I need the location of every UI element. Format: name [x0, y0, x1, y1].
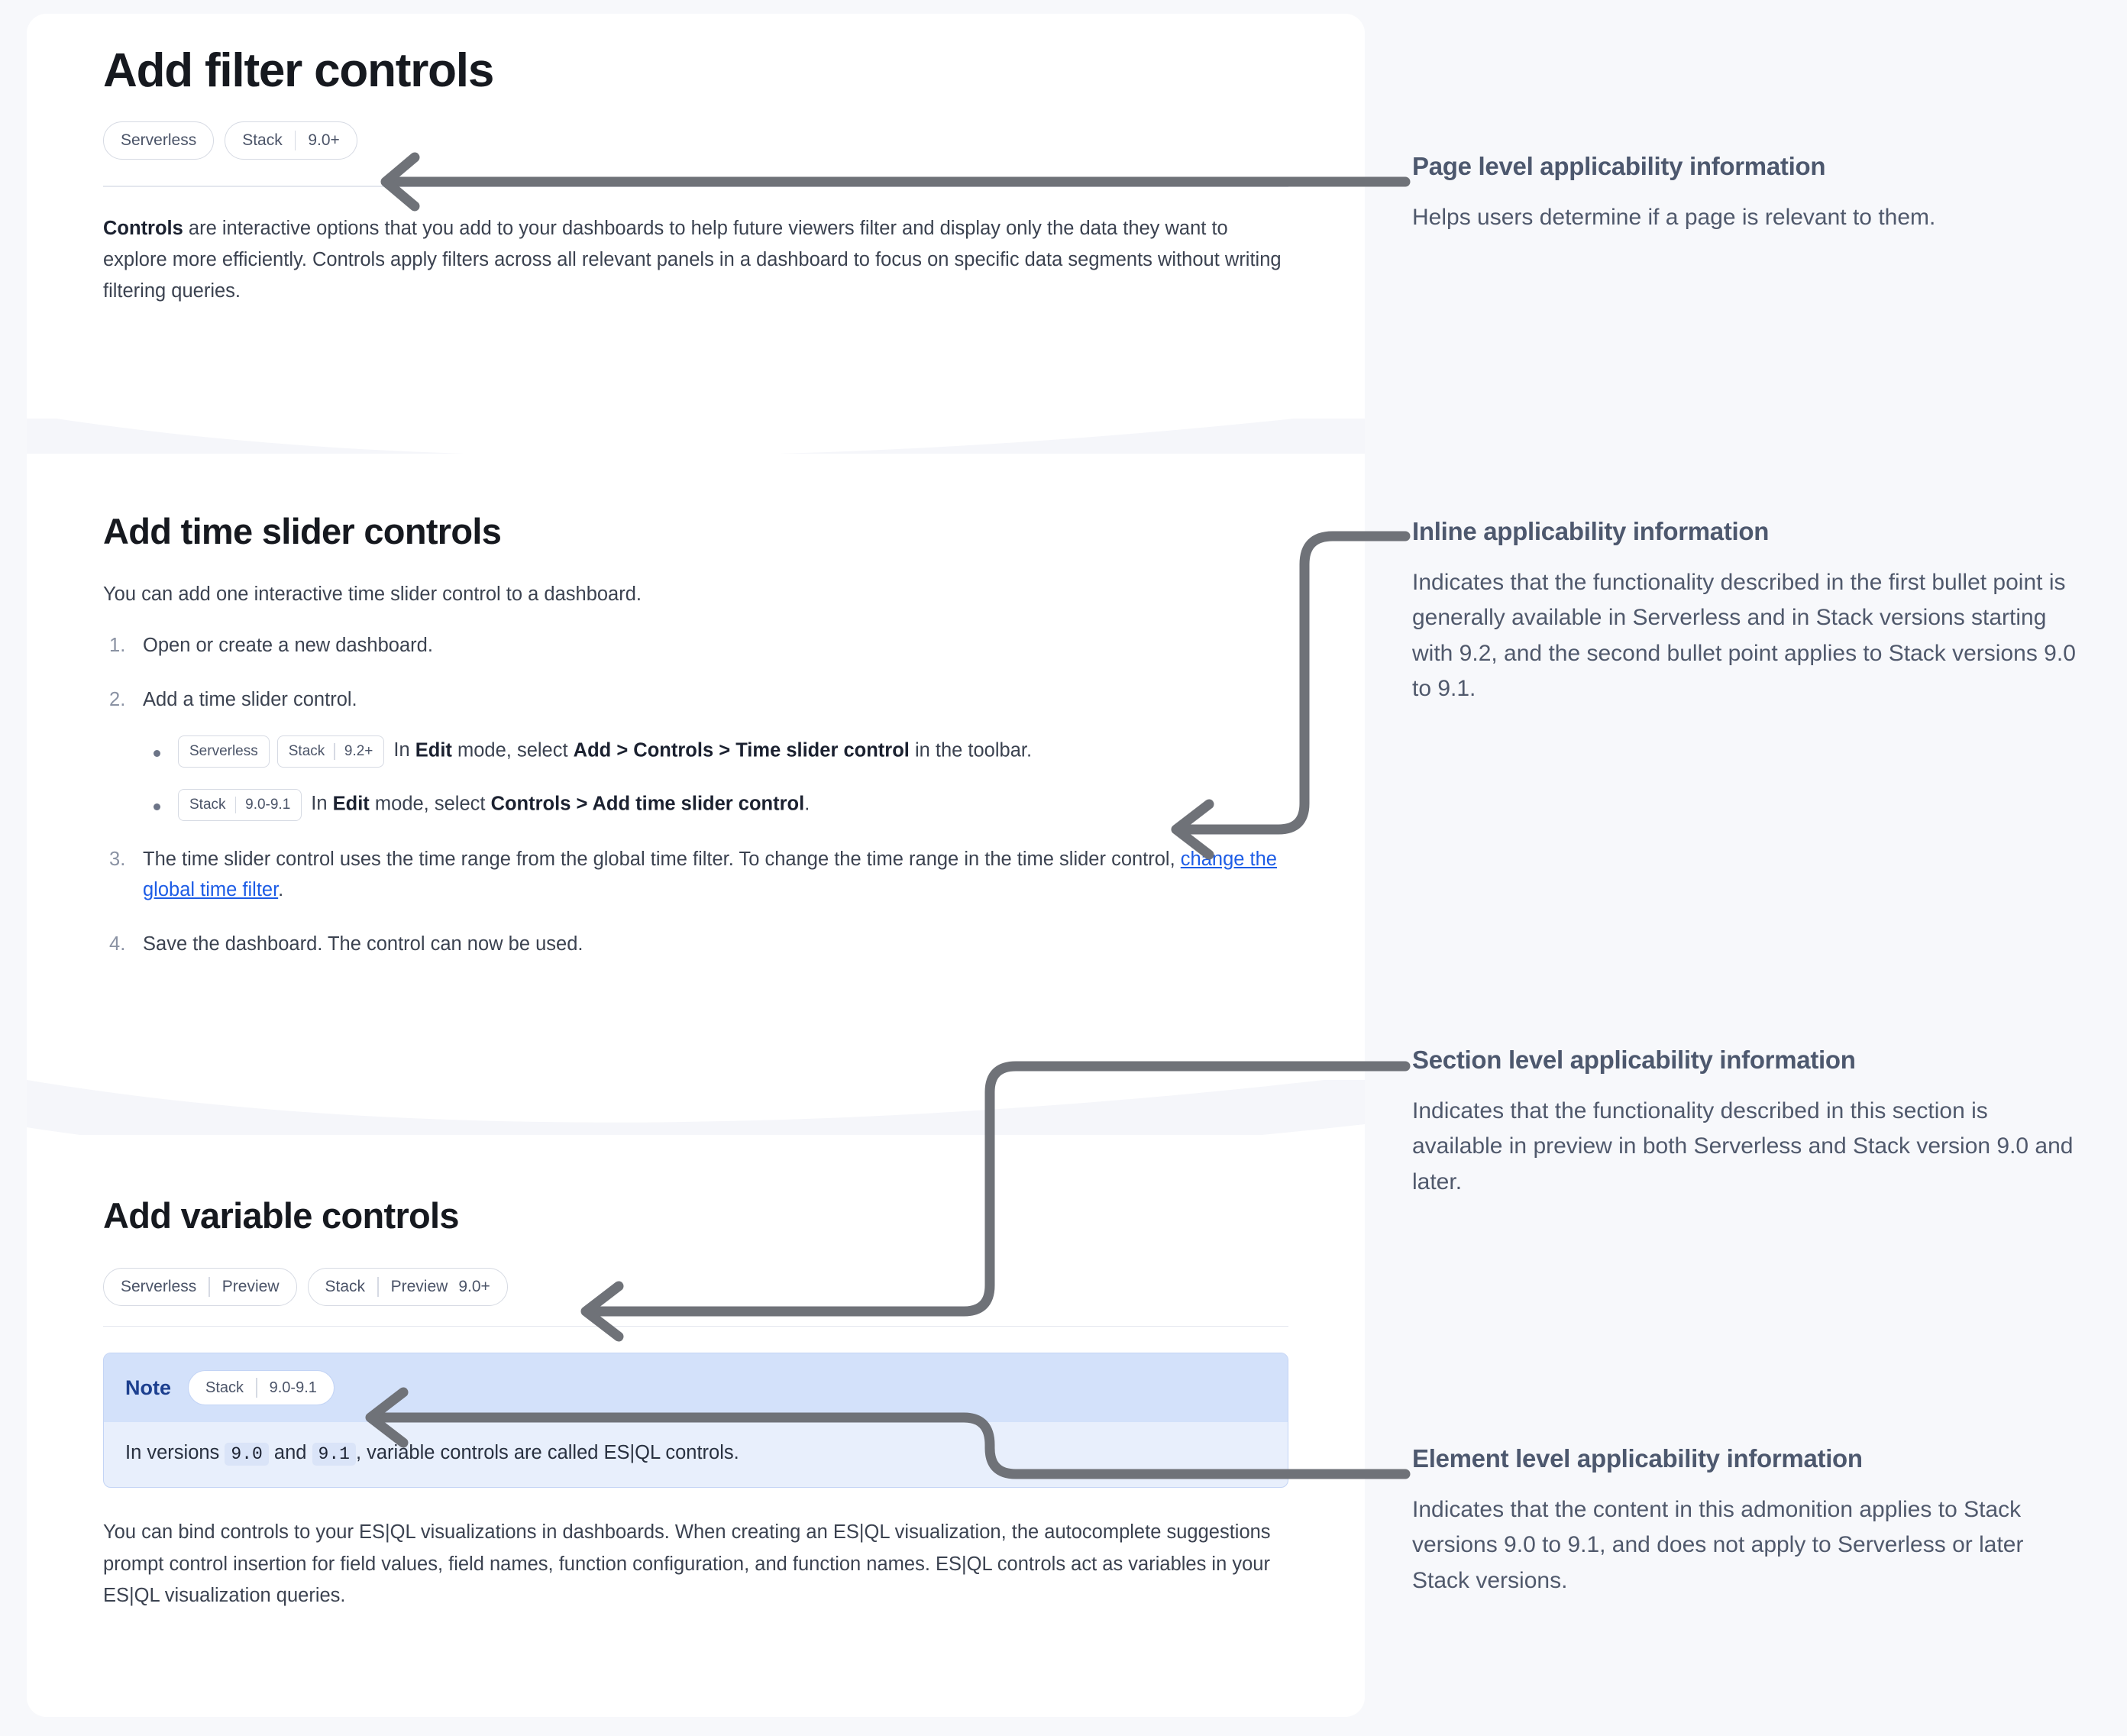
- annotation-text: Indicates that the content in this admon…: [1412, 1496, 2024, 1593]
- annotation-title: Section level applicability information: [1412, 1046, 1856, 1074]
- step-item: Add a time slider control. Serverless St…: [103, 684, 1288, 821]
- inline-badge-stack[interactable]: Stack 9.2+: [276, 735, 385, 768]
- badge-name: Stack: [205, 1379, 244, 1396]
- annotation-inline-level: Inline applicability information Indicat…: [1412, 516, 2084, 707]
- badge-serverless[interactable]: Serverless: [103, 121, 215, 160]
- badge-separator: [256, 1378, 257, 1398]
- annotation-title: Page level applicability information: [1412, 152, 1826, 180]
- bullet-mid: mode, select: [451, 739, 574, 761]
- badge-name: Stack: [288, 742, 325, 759]
- step-tail: .: [278, 879, 284, 901]
- step-item: Save the dashboard. The control can now …: [103, 929, 1288, 960]
- bullet-tail: in the toolbar.: [909, 739, 1033, 761]
- annotation-column: Page level applicability information Hel…: [1412, 0, 2127, 1736]
- step-text: Open or create a new dashboard.: [143, 634, 433, 656]
- badge-serverless-preview[interactable]: Serverless Preview: [103, 1267, 297, 1306]
- note-body-pre: In versions: [125, 1442, 225, 1464]
- inline-applicability-bullets: Serverless Stack 9.2+ In Edit mode, sele…: [143, 735, 1288, 821]
- intro-rest: are interactive options that you add to …: [103, 217, 1282, 302]
- badge-version: 9.0-9.1: [269, 1379, 317, 1396]
- section-intro-time-slider: You can add one interactive time slider …: [103, 583, 642, 605]
- bullet-item: Stack 9.0-9.1 In Edit mode, select Contr…: [143, 788, 1288, 821]
- bullet-prefix: In: [393, 739, 415, 761]
- badge-version: 9.0+: [458, 1277, 490, 1295]
- page-applicability-badges: Serverless Stack 9.0+: [103, 121, 1288, 160]
- page-title: Add filter controls: [103, 44, 494, 97]
- section-applicability-badges: Serverless Preview Stack Preview 9.0+: [103, 1267, 1288, 1306]
- variable-controls-paragraph: You can bind controls to your ES|QL visu…: [103, 1521, 1271, 1606]
- header-divider: [103, 186, 1288, 187]
- annotation-text: Helps users determine if a page is relev…: [1412, 204, 1936, 230]
- note-admonition: Note Stack 9.0-9.1 In versions 9.0 and 9…: [103, 1353, 1288, 1489]
- badge-separator: [294, 131, 296, 151]
- bullet-prefix: In: [311, 793, 333, 815]
- step-text: Save the dashboard. The control can now …: [143, 933, 583, 955]
- section-title-time-slider: Add time slider controls: [103, 511, 502, 551]
- documentation-card: Add filter controls Serverless Stack 9.0…: [27, 14, 1365, 1717]
- step-item: The time slider control uses the time ra…: [103, 844, 1288, 907]
- bullet-bold-1: Edit: [415, 739, 452, 761]
- bullet-bold-2: Controls > Add time slider control: [490, 793, 805, 815]
- badge-version: 9.0+: [308, 131, 340, 150]
- intro-lead: Controls: [103, 217, 183, 239]
- intro-paragraph: Controls are interactive options that yo…: [103, 213, 1288, 308]
- note-badge-stack[interactable]: Stack 9.0-9.1: [188, 1370, 335, 1406]
- badge-separator: [208, 1276, 210, 1297]
- annotation-title: Element level applicability information: [1412, 1444, 1863, 1473]
- bullet-bold-2: Add > Controls > Time slider control: [573, 739, 910, 761]
- badge-separator: [334, 742, 335, 760]
- badge-separator: [234, 796, 237, 813]
- note-body-post: , variable controls are called ES|QL con…: [355, 1442, 739, 1464]
- badge-name: Stack: [189, 796, 226, 813]
- annotation-section-level: Section level applicability information …: [1412, 1045, 2084, 1200]
- bullet-item: Serverless Stack 9.2+ In Edit mode, sele…: [143, 735, 1288, 768]
- annotation-page-level: Page level applicability information Hel…: [1412, 151, 2084, 235]
- badge-separator: [377, 1276, 379, 1297]
- inline-badge-stack[interactable]: Stack 9.0-9.1: [178, 788, 302, 821]
- badge-name: Stack: [242, 131, 283, 150]
- annotation-text: Indicates that the functionality describ…: [1412, 569, 2076, 702]
- time-slider-steps: Open or create a new dashboard. Add a ti…: [103, 630, 1288, 960]
- badge-name: Serverless: [189, 742, 258, 759]
- bullet-mid: mode, select: [369, 793, 491, 815]
- badge-name: Serverless: [121, 1277, 197, 1295]
- panel-page-header: Add filter controls Serverless Stack 9.0…: [27, 14, 1365, 419]
- section-divider: [103, 1325, 1288, 1327]
- inline-badge-serverless[interactable]: Serverless: [178, 735, 270, 768]
- badge-version: 9.2+: [344, 742, 373, 759]
- bullet-bold-1: Edit: [332, 793, 370, 815]
- badge-lifecycle: Preview: [221, 1277, 280, 1295]
- step-text: The time slider control uses the time ra…: [143, 848, 1181, 870]
- badge-lifecycle: Preview: [390, 1277, 448, 1295]
- annotation-title: Inline applicability information: [1412, 517, 1770, 545]
- section-title-variable-controls: Add variable controls: [103, 1195, 460, 1236]
- annotation-text: Indicates that the functionality describ…: [1412, 1098, 2074, 1195]
- badge-version: 9.0-9.1: [245, 796, 291, 813]
- badge-name: Serverless: [121, 131, 197, 150]
- note-label: Note: [125, 1376, 171, 1399]
- badge-name: Stack: [325, 1277, 366, 1295]
- inline-code-version-90: 9.0: [225, 1443, 269, 1466]
- note-body: In versions 9.0 and 9.1, variable contro…: [104, 1422, 1288, 1487]
- panel-time-slider-section: Add time slider controls You can add one…: [27, 454, 1365, 1080]
- note-header: Note Stack 9.0-9.1: [104, 1353, 1288, 1423]
- badge-stack[interactable]: Stack 9.0+: [225, 121, 357, 160]
- inline-code-version-91: 9.1: [312, 1443, 356, 1466]
- step-item: Open or create a new dashboard.: [103, 630, 1288, 661]
- step-text: Add a time slider control.: [143, 688, 357, 710]
- bullet-tail: .: [804, 793, 810, 815]
- annotation-element-level: Element level applicability information …: [1412, 1443, 2084, 1599]
- panel-variable-controls-section: Add variable controls Serverless Preview…: [27, 1135, 1365, 1717]
- note-body-mid: and: [268, 1442, 312, 1464]
- badge-stack-preview[interactable]: Stack Preview 9.0+: [307, 1267, 508, 1306]
